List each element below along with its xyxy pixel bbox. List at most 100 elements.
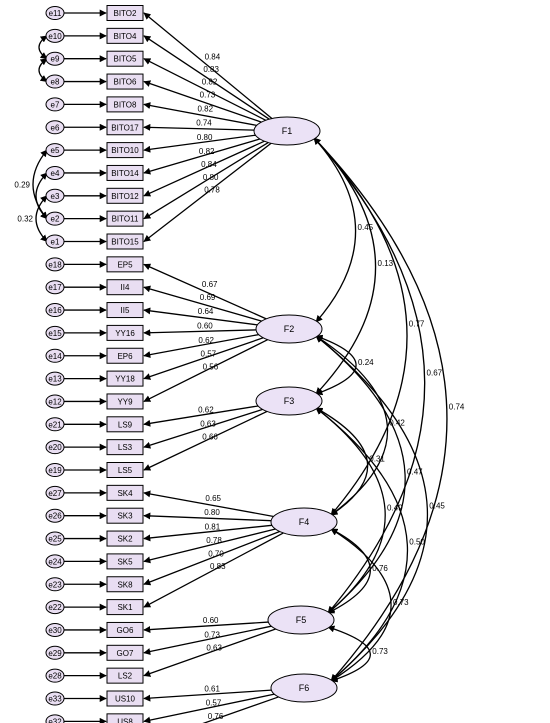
error-node-e25 [45, 531, 65, 546]
indicator-label: EP6 [117, 352, 133, 361]
indicator-label: LS3 [118, 443, 133, 452]
indicator-box-ep5 [106, 256, 144, 273]
error-label: e1 [51, 238, 60, 247]
error-label: e5 [51, 146, 60, 155]
indicator-label: US10 [115, 695, 136, 704]
error-covariance-e9-e8 [38, 58, 48, 83]
error-label: e12 [48, 397, 62, 406]
indicator-label: LS5 [118, 466, 133, 475]
indicator-label: BITO6 [114, 78, 138, 87]
error-label: e7 [51, 100, 60, 109]
error-label: e4 [51, 169, 60, 178]
error-label: e26 [48, 512, 62, 521]
error-node-e15 [45, 325, 65, 340]
loading-path-us9 [202, 696, 279, 723]
error-node-e24 [45, 554, 65, 569]
error-label: e27 [48, 489, 62, 498]
error-node-e29 [45, 645, 65, 660]
loading-path-bito12 [143, 140, 265, 197]
error-node-e27 [45, 485, 65, 500]
loading-path-sk8 [143, 530, 280, 586]
error-node-e20 [45, 440, 65, 455]
indicator-label: YY16 [115, 329, 135, 338]
indicator-label: II4 [121, 283, 130, 292]
indicator-box-bito2 [106, 5, 144, 21]
loading-label: 0.57 [201, 349, 217, 358]
indicator-box-sk5 [106, 553, 144, 570]
loading-label: 0.73 [200, 91, 216, 100]
correlation-label: 0.76 [372, 564, 388, 573]
error-label: e19 [48, 466, 62, 475]
factor-label: F6 [299, 683, 310, 693]
loading-label: 0.66 [202, 432, 218, 441]
correlation-label: 0.74 [449, 403, 465, 412]
loading-path-ii5 [143, 307, 258, 326]
correlation-f1-f4 [313, 137, 408, 516]
loading-path-bito8 [143, 102, 257, 127]
loading-label: 0.63 [206, 644, 222, 653]
factor-node-f6 [270, 673, 338, 703]
error-label: e6 [51, 123, 60, 132]
path-layer [64, 9, 284, 723]
correlation-label: 0.50 [409, 538, 425, 547]
loading-path-us10 [143, 689, 272, 702]
loading-label: 0.83 [203, 65, 219, 74]
indicator-box-us8 [106, 713, 144, 723]
loading-path-ls5 [143, 410, 268, 471]
correlation-f3-f5 [315, 407, 386, 614]
correlation-f1-f5 [313, 137, 426, 614]
indicator-box-bito4 [106, 27, 144, 44]
indicator-box-yy18 [106, 370, 144, 387]
indicator-label: YY9 [117, 397, 133, 406]
loading-path-bito6 [143, 80, 262, 123]
error-label: e25 [48, 535, 62, 544]
loading-label: 0.56 [203, 362, 219, 371]
indicator-label: BITO11 [112, 215, 139, 224]
indicator-label: BITO4 [114, 32, 138, 41]
factor-label: F4 [299, 517, 310, 527]
indicator-label: BITO5 [114, 55, 138, 64]
indicator-box-bito12 [106, 187, 144, 204]
error-label: e9 [51, 55, 60, 64]
error-label: e10 [48, 32, 62, 41]
loading-label: 0.78 [204, 185, 220, 194]
error-node-e6 [45, 120, 65, 135]
error-node-e7 [45, 97, 65, 112]
correlation-f3-f6 [315, 407, 408, 682]
indicator-label: US8 [117, 717, 133, 723]
error-node-e21 [45, 417, 65, 432]
indicator-label: BITO17 [111, 123, 139, 132]
error-covariance-e10-e9 [38, 35, 48, 60]
indicator-box-ii4 [106, 279, 144, 296]
error-label: e21 [48, 420, 62, 429]
loading-path-sk4 [143, 490, 274, 518]
loading-path-bito4 [143, 35, 270, 120]
factor-label: F2 [284, 324, 295, 334]
loading-path-go7 [143, 625, 272, 655]
loading-label: 0.78 [206, 536, 222, 545]
error-label: e23 [48, 580, 62, 589]
error-node-e11 [45, 6, 65, 20]
loading-label: 0.69 [200, 293, 216, 302]
error-label: e2 [51, 215, 60, 224]
indicator-box-bito11 [106, 210, 144, 227]
error-node-e19 [45, 463, 65, 477]
indicator-label: GO7 [117, 649, 134, 658]
indicator-box-sk4 [106, 484, 144, 501]
loading-path-bito2 [143, 12, 273, 120]
loading-label: 0.80 [197, 133, 213, 142]
factor-node-f2 [255, 314, 323, 344]
indicator-label: EP5 [117, 260, 133, 269]
correlation-f5-f6 [327, 625, 371, 683]
error-label: e13 [48, 375, 62, 384]
loading-label: 0.74 [196, 119, 212, 128]
loading-path-us8 [143, 693, 275, 723]
loading-label: 0.57 [206, 699, 222, 708]
factor-label: F5 [296, 615, 307, 625]
loading-label: 0.65 [205, 494, 221, 503]
correlation-label: 0.67 [427, 369, 443, 378]
loading-path-ls9 [143, 405, 259, 427]
correlation-label: 0.73 [372, 647, 388, 656]
error-node-e13 [45, 371, 65, 386]
